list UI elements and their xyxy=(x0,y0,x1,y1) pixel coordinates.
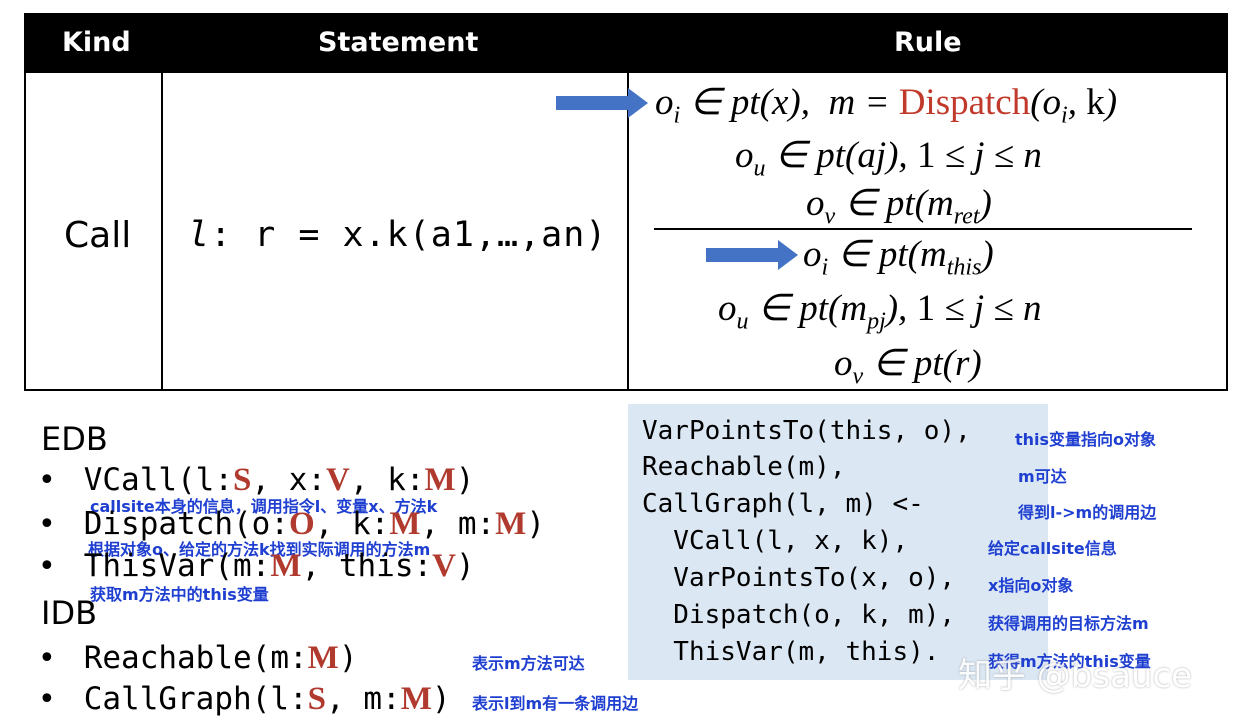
idb-note-reachable: 表示m方法可达 xyxy=(472,654,585,673)
header-statement: Statement xyxy=(318,27,479,58)
column-divider xyxy=(161,15,163,389)
rule-premise-1: oi ∈ pt(x), m = Dispatch(oi, k) xyxy=(655,82,1118,129)
edb-item-vcall: •VCall(l:S, x:V, k:M) xyxy=(38,462,475,498)
table-header: Kind Statement Rule xyxy=(26,15,1226,73)
idb-item-reachable: •Reachable(m:M) xyxy=(38,640,358,676)
code-line: CallGraph(l, m) <- xyxy=(642,489,924,519)
rule-premise-3: ov ∈ pt(mret) xyxy=(806,183,992,230)
header-kind: Kind xyxy=(62,27,131,58)
code-line: VCall(l, x, k), xyxy=(642,526,909,556)
edb-item-dispatch: •Dispatch(o:O, k:M, m:M) xyxy=(38,506,545,542)
header-rule: Rule xyxy=(894,27,962,58)
dispatch-word: Dispatch xyxy=(898,82,1031,123)
code-note: 得到l->m的调用边 xyxy=(1018,503,1157,522)
code-note: this变量指向o对象 xyxy=(1015,430,1157,449)
arrow-right-icon xyxy=(706,240,798,270)
statement-cell: l: r = x.k(a1,…,an) xyxy=(188,215,607,255)
rule-conclusion-2: ou ∈ pt(mpj), 1 ≤ j ≤ n xyxy=(718,288,1042,335)
code-note: x指向o对象 xyxy=(988,576,1074,595)
idb-item-callgraph: •CallGraph(l:S, m:M) xyxy=(38,681,451,717)
code-note: 获得m方法的this变量 xyxy=(988,652,1151,671)
rule-premise-2: ou ∈ pt(aj), 1 ≤ j ≤ n xyxy=(735,135,1042,182)
code-line: VarPointsTo(this, o), xyxy=(642,416,971,446)
statement-label: l xyxy=(188,215,211,255)
code-note: m可达 xyxy=(1018,467,1067,486)
code-note: 给定callsite信息 xyxy=(988,539,1117,558)
edb-item-thisvar: •ThisVar(m:M, this:V) xyxy=(38,548,475,584)
code-line: ThisVar(m, this). xyxy=(642,637,940,667)
edb-note-thisvar: 获取m方法中的this变量 xyxy=(90,585,269,604)
arrow-right-icon xyxy=(556,88,648,118)
inference-line xyxy=(654,228,1192,230)
edb-title: EDB xyxy=(41,420,108,458)
rule-code-panel xyxy=(628,404,1048,680)
statement-body: : r = x.k(a1,…,an) xyxy=(210,215,608,255)
code-line: VarPointsTo(x, o), xyxy=(642,563,956,593)
rule-table: Kind Statement Rule Call l: r = x.k(a1,…… xyxy=(24,13,1228,391)
code-line: Dispatch(o, k, m), xyxy=(642,600,956,630)
code-note: 获得调用的目标方法m xyxy=(988,614,1149,633)
idb-note-callgraph: 表示l到m有一条调用边 xyxy=(472,694,639,713)
rule-conclusion-3: ov ∈ pt(r) xyxy=(834,343,982,390)
column-divider xyxy=(627,15,629,389)
idb-title: IDB xyxy=(41,594,98,632)
rule-conclusion-1: oi ∈ pt(mthis) xyxy=(803,234,994,281)
code-line: Reachable(m), xyxy=(642,452,846,482)
edb-note-vcall: callsite本身的信息，调用指令l、变量x、方法k xyxy=(90,497,438,516)
kind-cell: Call xyxy=(64,215,132,256)
watermark: 知乎 @bsauce xyxy=(958,656,1193,696)
edb-note-dispatch: 根据对象o、给定的方法k找到实际调用的方法m xyxy=(88,540,431,559)
